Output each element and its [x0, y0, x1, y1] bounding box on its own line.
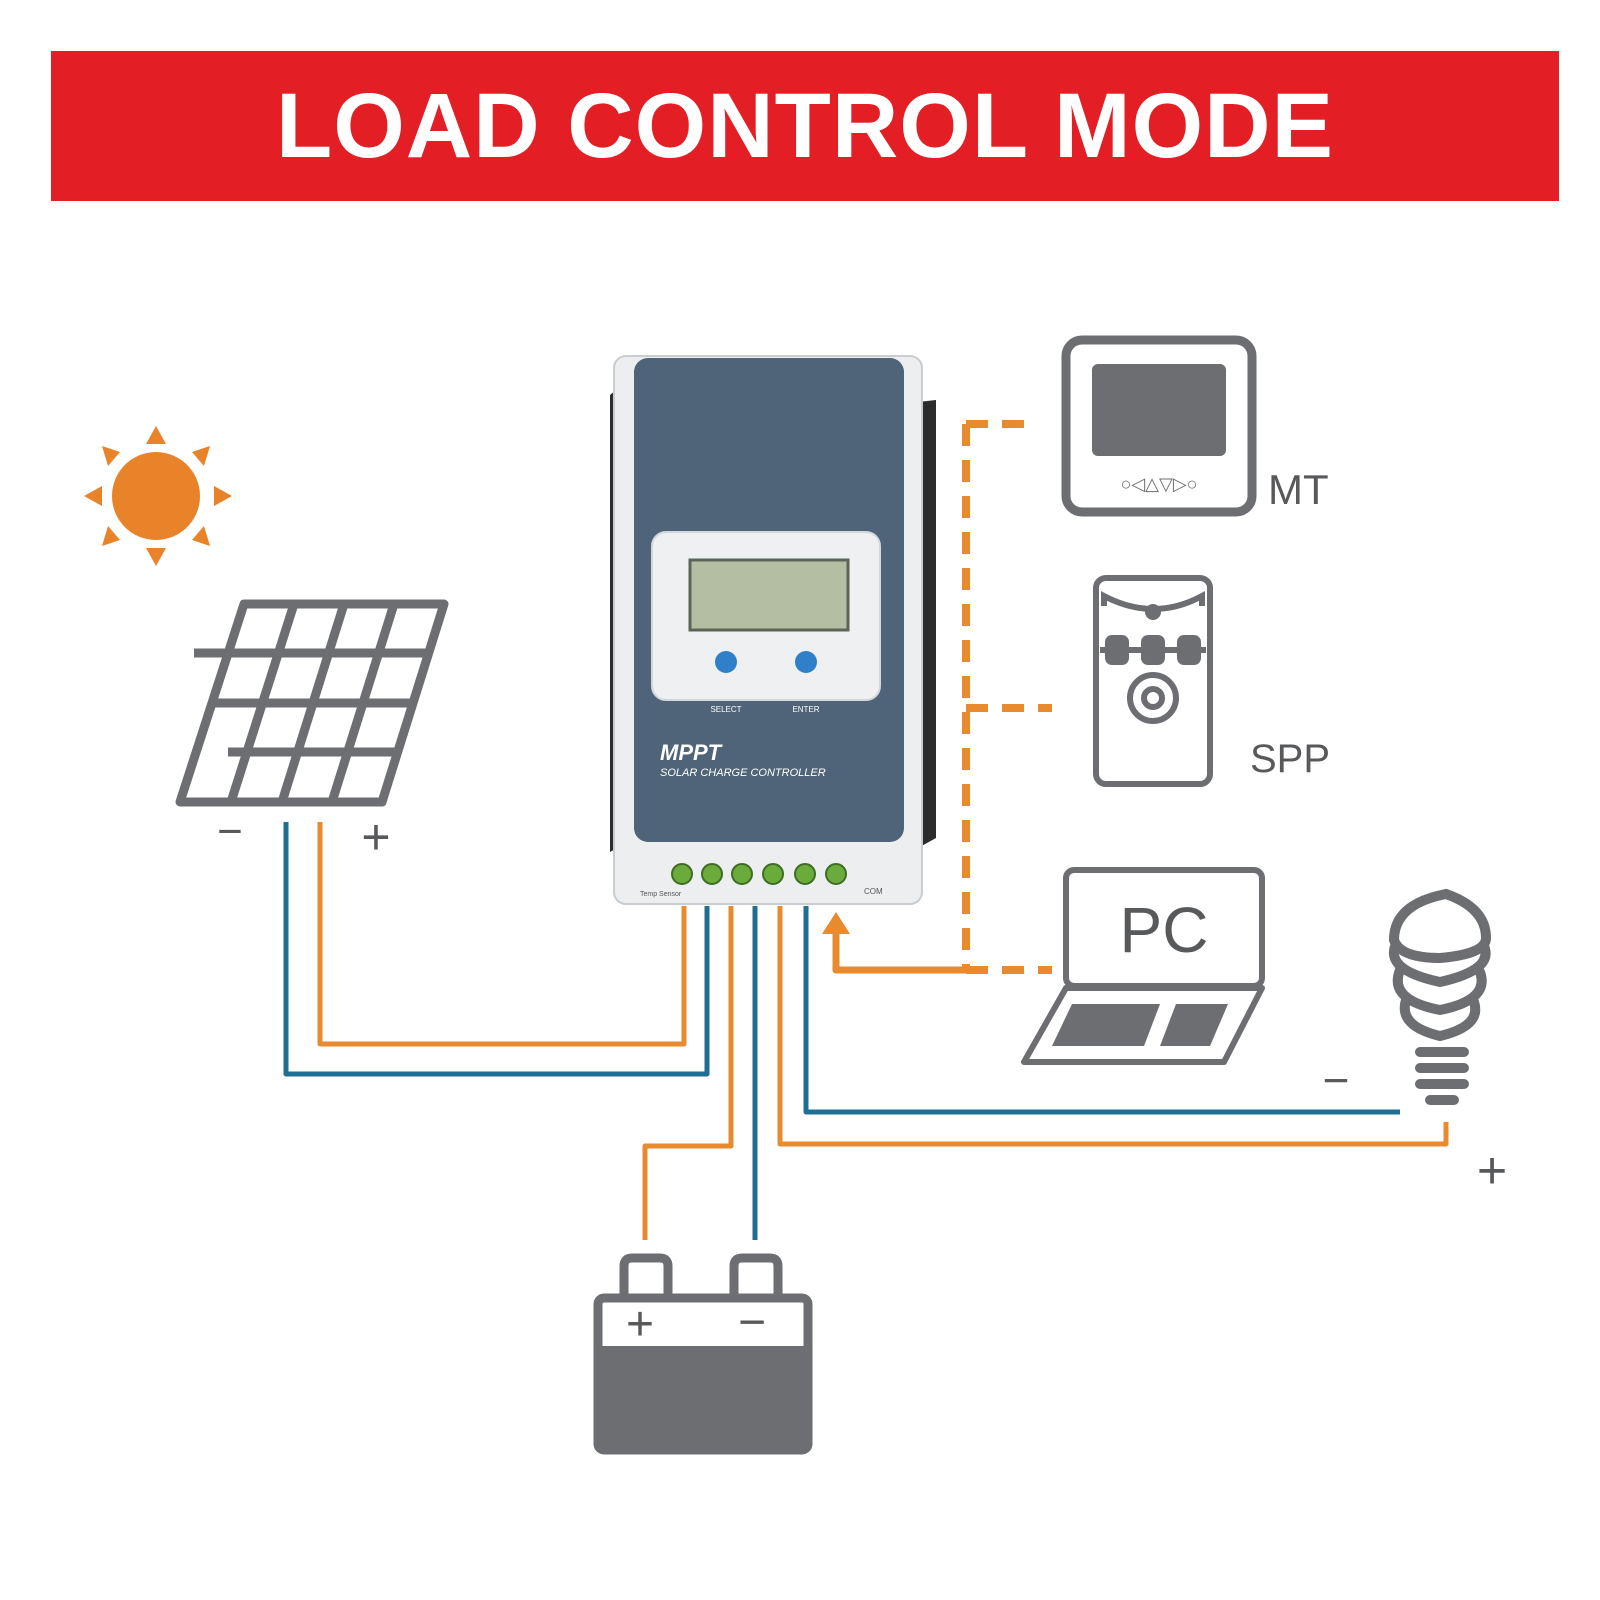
solar-panel-icon: [175, 599, 449, 807]
page-title: LOAD CONTROL MODE: [276, 74, 1334, 177]
temp-sensor-label: Temp Sensor: [640, 891, 682, 898]
enter-button-indicator: [795, 651, 817, 673]
battery-positive-wire: [642, 906, 734, 1240]
lcd-screen: [688, 558, 850, 632]
mt-keys-icon: ○◁△▽▷○: [1120, 474, 1197, 494]
com-port-label: COM: [864, 887, 883, 896]
mppt-controller: SELECT ENTER MPPT SOLAR CHARGE CONTROLLE…: [610, 355, 936, 905]
mt-label: MT: [1268, 466, 1329, 513]
select-label: SELECT: [710, 705, 741, 714]
enter-label: ENTER: [792, 705, 819, 714]
terminal-block: [671, 863, 847, 885]
load-positive-wire: [777, 906, 1449, 1147]
com-arrow-icon: [822, 912, 850, 934]
controller-subtitle: SOLAR CHARGE CONTROLLER: [660, 767, 826, 779]
title-banner: LOAD CONTROL MODE: [51, 51, 1559, 201]
load-positive-sign: +: [1477, 1142, 1507, 1200]
mt-meter-icon: [1061, 335, 1257, 517]
com-solid-link: [832, 930, 966, 974]
load-negative-wire: [803, 906, 1400, 1115]
panel-negative-wire: [283, 822, 710, 1077]
battery-negative-sign: −: [738, 1296, 766, 1349]
controller-brand: MPPT: [660, 740, 723, 765]
battery-positive-sign: +: [626, 1298, 654, 1351]
panel-negative-sign: −: [217, 807, 243, 856]
select-button-indicator: [715, 651, 737, 673]
spp-module-icon: [1093, 575, 1213, 787]
spp-label: SPP: [1250, 737, 1330, 781]
load-negative-sign: −: [1323, 1054, 1350, 1106]
panel-positive-sign: +: [361, 809, 390, 865]
pc-laptop-icon: [1021, 867, 1265, 1065]
sun-icon: [84, 426, 232, 566]
com-dashed-bus: [962, 420, 1052, 974]
panel-positive-wire: [317, 822, 687, 1047]
pc-label: PC: [1120, 894, 1209, 966]
battery-icon: [593, 1253, 813, 1455]
light-bulb-icon: [1388, 888, 1492, 1105]
